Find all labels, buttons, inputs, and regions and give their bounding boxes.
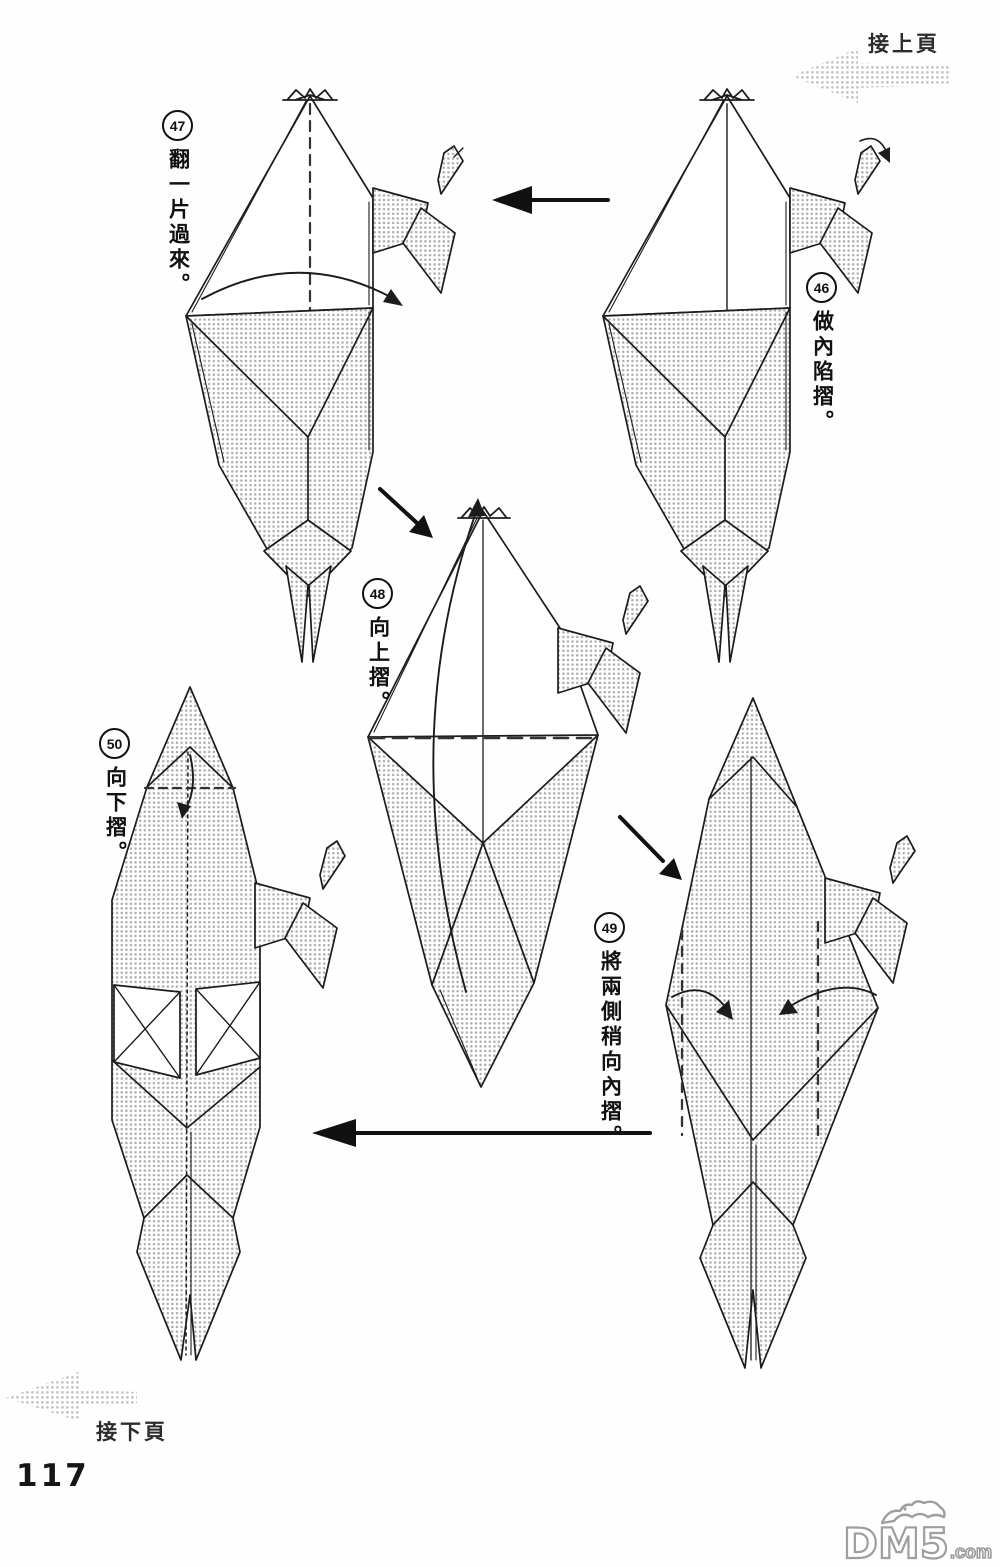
- watermark-brand: DM5: [842, 1519, 950, 1567]
- step-number-48: 48: [362, 578, 393, 609]
- step-label-46: 46 做內陷摺。: [806, 272, 837, 435]
- step-text-48: 向上摺。: [366, 616, 390, 716]
- figure-step-47: [185, 88, 464, 663]
- step-number-46: 46: [806, 272, 837, 303]
- figure-step-50: [111, 686, 346, 1361]
- step-label-48: 48 向上摺。: [362, 578, 393, 716]
- flow-arrow-diagonal-1: [378, 487, 433, 538]
- figure-step-49: [665, 697, 916, 1369]
- next-page-arrow-icon: [6, 1371, 137, 1422]
- step-text-47: 翻一片過來。: [166, 148, 190, 298]
- next-page-label: 接下頁: [96, 1421, 168, 1444]
- figure-step-48: [367, 498, 649, 1088]
- step-text-46: 做內陷摺。: [810, 310, 834, 435]
- step-label-49: 49 將兩側稍向內摺。: [594, 912, 625, 1150]
- flow-arrow-bottom: [312, 1119, 652, 1147]
- flow-arrow-top: [492, 186, 610, 214]
- figure-step-46: [602, 88, 890, 663]
- step-number-47: 47: [162, 110, 193, 141]
- page-number: 117: [16, 1458, 90, 1494]
- step-text-49: 將兩側稍向內摺。: [598, 950, 622, 1150]
- step-text-50: 向下摺。: [103, 766, 127, 866]
- step-label-47: 47 翻一片過來。: [162, 110, 193, 298]
- step-number-50: 50: [99, 728, 130, 759]
- step-number-49: 49: [594, 912, 625, 943]
- dm5-dragon-icon: [880, 1500, 946, 1525]
- step-label-50: 50 向下摺。: [99, 728, 130, 866]
- prev-page-arrow-icon: [792, 48, 951, 103]
- watermark-suffix: .com: [949, 1542, 993, 1562]
- watermark: DM5 .com: [842, 1519, 993, 1567]
- prev-page-label: 接上頁: [868, 33, 940, 56]
- flow-arrow-diagonal-2: [618, 815, 682, 880]
